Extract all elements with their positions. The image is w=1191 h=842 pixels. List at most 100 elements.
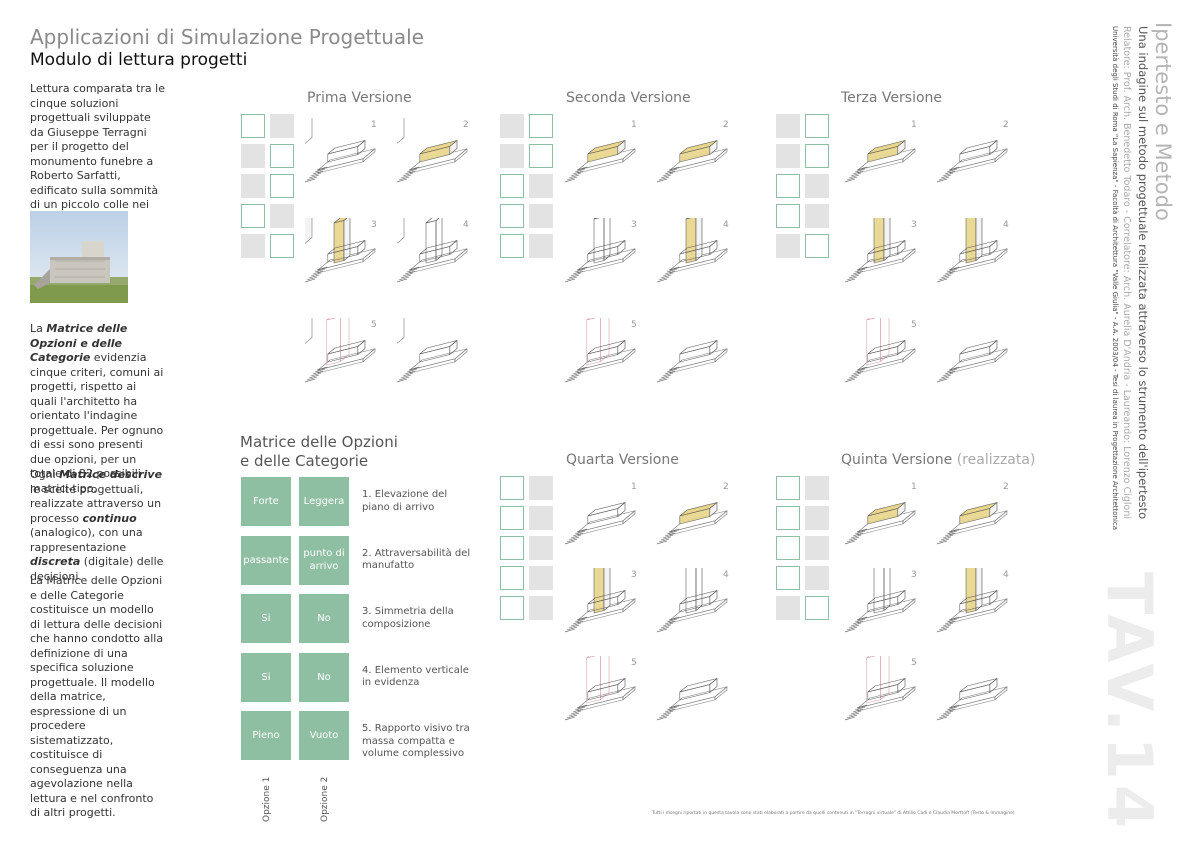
drawing-number: 5 <box>631 658 637 668</box>
matrix-square <box>241 234 265 258</box>
drawing-number: 2 <box>1003 120 1009 130</box>
matrix-square <box>500 234 524 258</box>
drawing-number: 3 <box>631 220 637 230</box>
drawing-number: 2 <box>1003 482 1009 492</box>
option-1-cell: Si <box>241 594 291 643</box>
version-1-matrix <box>241 114 298 262</box>
drawing-number: 4 <box>463 220 469 230</box>
matrix-square <box>500 506 524 530</box>
matrix-square <box>529 174 553 198</box>
matrix-square <box>241 144 265 168</box>
matrix-square <box>529 506 553 530</box>
option-1-cell: Pieno <box>241 711 291 760</box>
axonometric-drawing <box>936 480 1022 574</box>
axonometric-drawing <box>564 210 650 312</box>
axonometric-drawing <box>844 118 930 212</box>
option-1-cell: Forte <box>241 477 291 526</box>
panel-subtitle: Una indagine sul metodo progettuale real… <box>1136 26 1150 520</box>
drawing-number: 1 <box>911 482 917 492</box>
option-2-cell: Vuoto <box>299 711 349 760</box>
matrix-square <box>500 174 524 198</box>
panel-university: Università degli Studi di Roma "La Sapie… <box>1111 26 1119 531</box>
drawing-number: 5 <box>631 320 637 330</box>
matrix-square <box>805 596 829 620</box>
matrix-square <box>500 536 524 560</box>
reading-model-text: La Matrice delle Opzioni e delle Categor… <box>30 574 164 819</box>
matrix-square <box>529 144 553 168</box>
matrix-square <box>776 566 800 590</box>
version-3-drawings: 1 2 3 4 <box>844 110 1035 420</box>
matrix-square <box>529 536 553 560</box>
matrix-explanation-text: La Matrice delle Opzioni e delle Categor… <box>30 322 164 495</box>
axonometric-drawing <box>656 318 742 412</box>
axonometric-drawing <box>564 308 650 412</box>
matrix-square <box>776 506 800 530</box>
descriptive-matrix-text: Ogni Matrice descrive le scelte progettu… <box>30 468 164 583</box>
matrix-square <box>805 566 829 590</box>
option-2-cell: Leggera <box>299 477 349 526</box>
matrix-square <box>529 114 553 138</box>
axonometric-drawing <box>844 646 930 750</box>
matrix-square <box>500 596 524 620</box>
matrix-square <box>270 174 294 198</box>
matrix-square <box>270 114 294 138</box>
axonometric-drawing <box>844 206 930 312</box>
criterion-label: 4. Elemento verticale in evidenza <box>362 664 469 689</box>
drawing-number: 1 <box>631 120 637 130</box>
axonometric-drawing <box>936 206 1022 312</box>
axonometric-drawing <box>564 552 650 662</box>
axonometric-drawing <box>564 646 650 750</box>
version-title-5: Quinta Versione (realizzata) <box>841 452 1036 468</box>
matrix-square <box>500 476 524 500</box>
option-1-cell: Si <box>241 652 291 702</box>
drawing-number: 3 <box>371 220 377 230</box>
panel-title: Ipertesto e Metodo <box>1151 22 1175 221</box>
version-title-2: Seconda Versione <box>566 90 691 106</box>
matrix-square <box>776 144 800 168</box>
matrix-square <box>529 234 553 258</box>
axonometric-drawing <box>936 318 1022 412</box>
page-subtitle: Modulo di lettura progetti <box>30 50 248 70</box>
axonometric-drawing <box>297 191 390 312</box>
drawing-number: 3 <box>911 220 917 230</box>
matrix-square <box>805 536 829 560</box>
option-2-label: Opzione 2 <box>320 776 330 822</box>
matrix-square <box>500 144 524 168</box>
axonometric-drawing <box>297 91 390 212</box>
axonometric-drawing <box>656 656 742 750</box>
matrix-square <box>529 596 553 620</box>
axonometric-drawing <box>936 548 1022 662</box>
matrix-square <box>805 114 829 138</box>
axonometric-drawing <box>936 118 1022 212</box>
drawing-number: 1 <box>911 120 917 130</box>
plate-number: TAV.14 <box>1093 572 1166 834</box>
version-2-drawings: 1 2 3 4 <box>564 110 755 420</box>
drawing-number: 3 <box>911 570 917 580</box>
drawing-number: 2 <box>723 482 729 492</box>
drawing-number: 4 <box>1003 220 1009 230</box>
axonometric-drawing <box>564 118 650 212</box>
option-2-cell: punto di arrivo <box>299 535 349 585</box>
monument-photo <box>30 211 128 303</box>
axonometric-drawing <box>389 91 482 212</box>
page-title: Applicazioni di Simulazione Progettuale <box>30 25 424 49</box>
matrix-square <box>500 114 524 138</box>
version-title-3: Terza Versione <box>841 90 943 106</box>
drawing-number: 5 <box>911 658 917 668</box>
matrix-square <box>805 174 829 198</box>
criterion-label: 5. Rapporto visivo tra massa compatta e … <box>362 723 470 759</box>
axonometric-drawing <box>936 656 1022 750</box>
matrix-square <box>241 114 265 138</box>
matrix-square <box>776 174 800 198</box>
drawing-number: 3 <box>631 570 637 580</box>
matrix-square <box>241 174 265 198</box>
matrix-square <box>776 234 800 258</box>
matrix-square <box>241 204 265 228</box>
matrix-square <box>805 234 829 258</box>
matrix-square <box>776 536 800 560</box>
matrix-square <box>805 144 829 168</box>
axonometric-drawing <box>656 552 742 662</box>
panel-credits: Relatore: Prof. Arch. Benedetto Todaro -… <box>1121 26 1132 520</box>
matrix-title: Matrice delle Opzioni e delle Categorie <box>240 433 398 470</box>
option-1-cell: passante <box>241 535 291 585</box>
